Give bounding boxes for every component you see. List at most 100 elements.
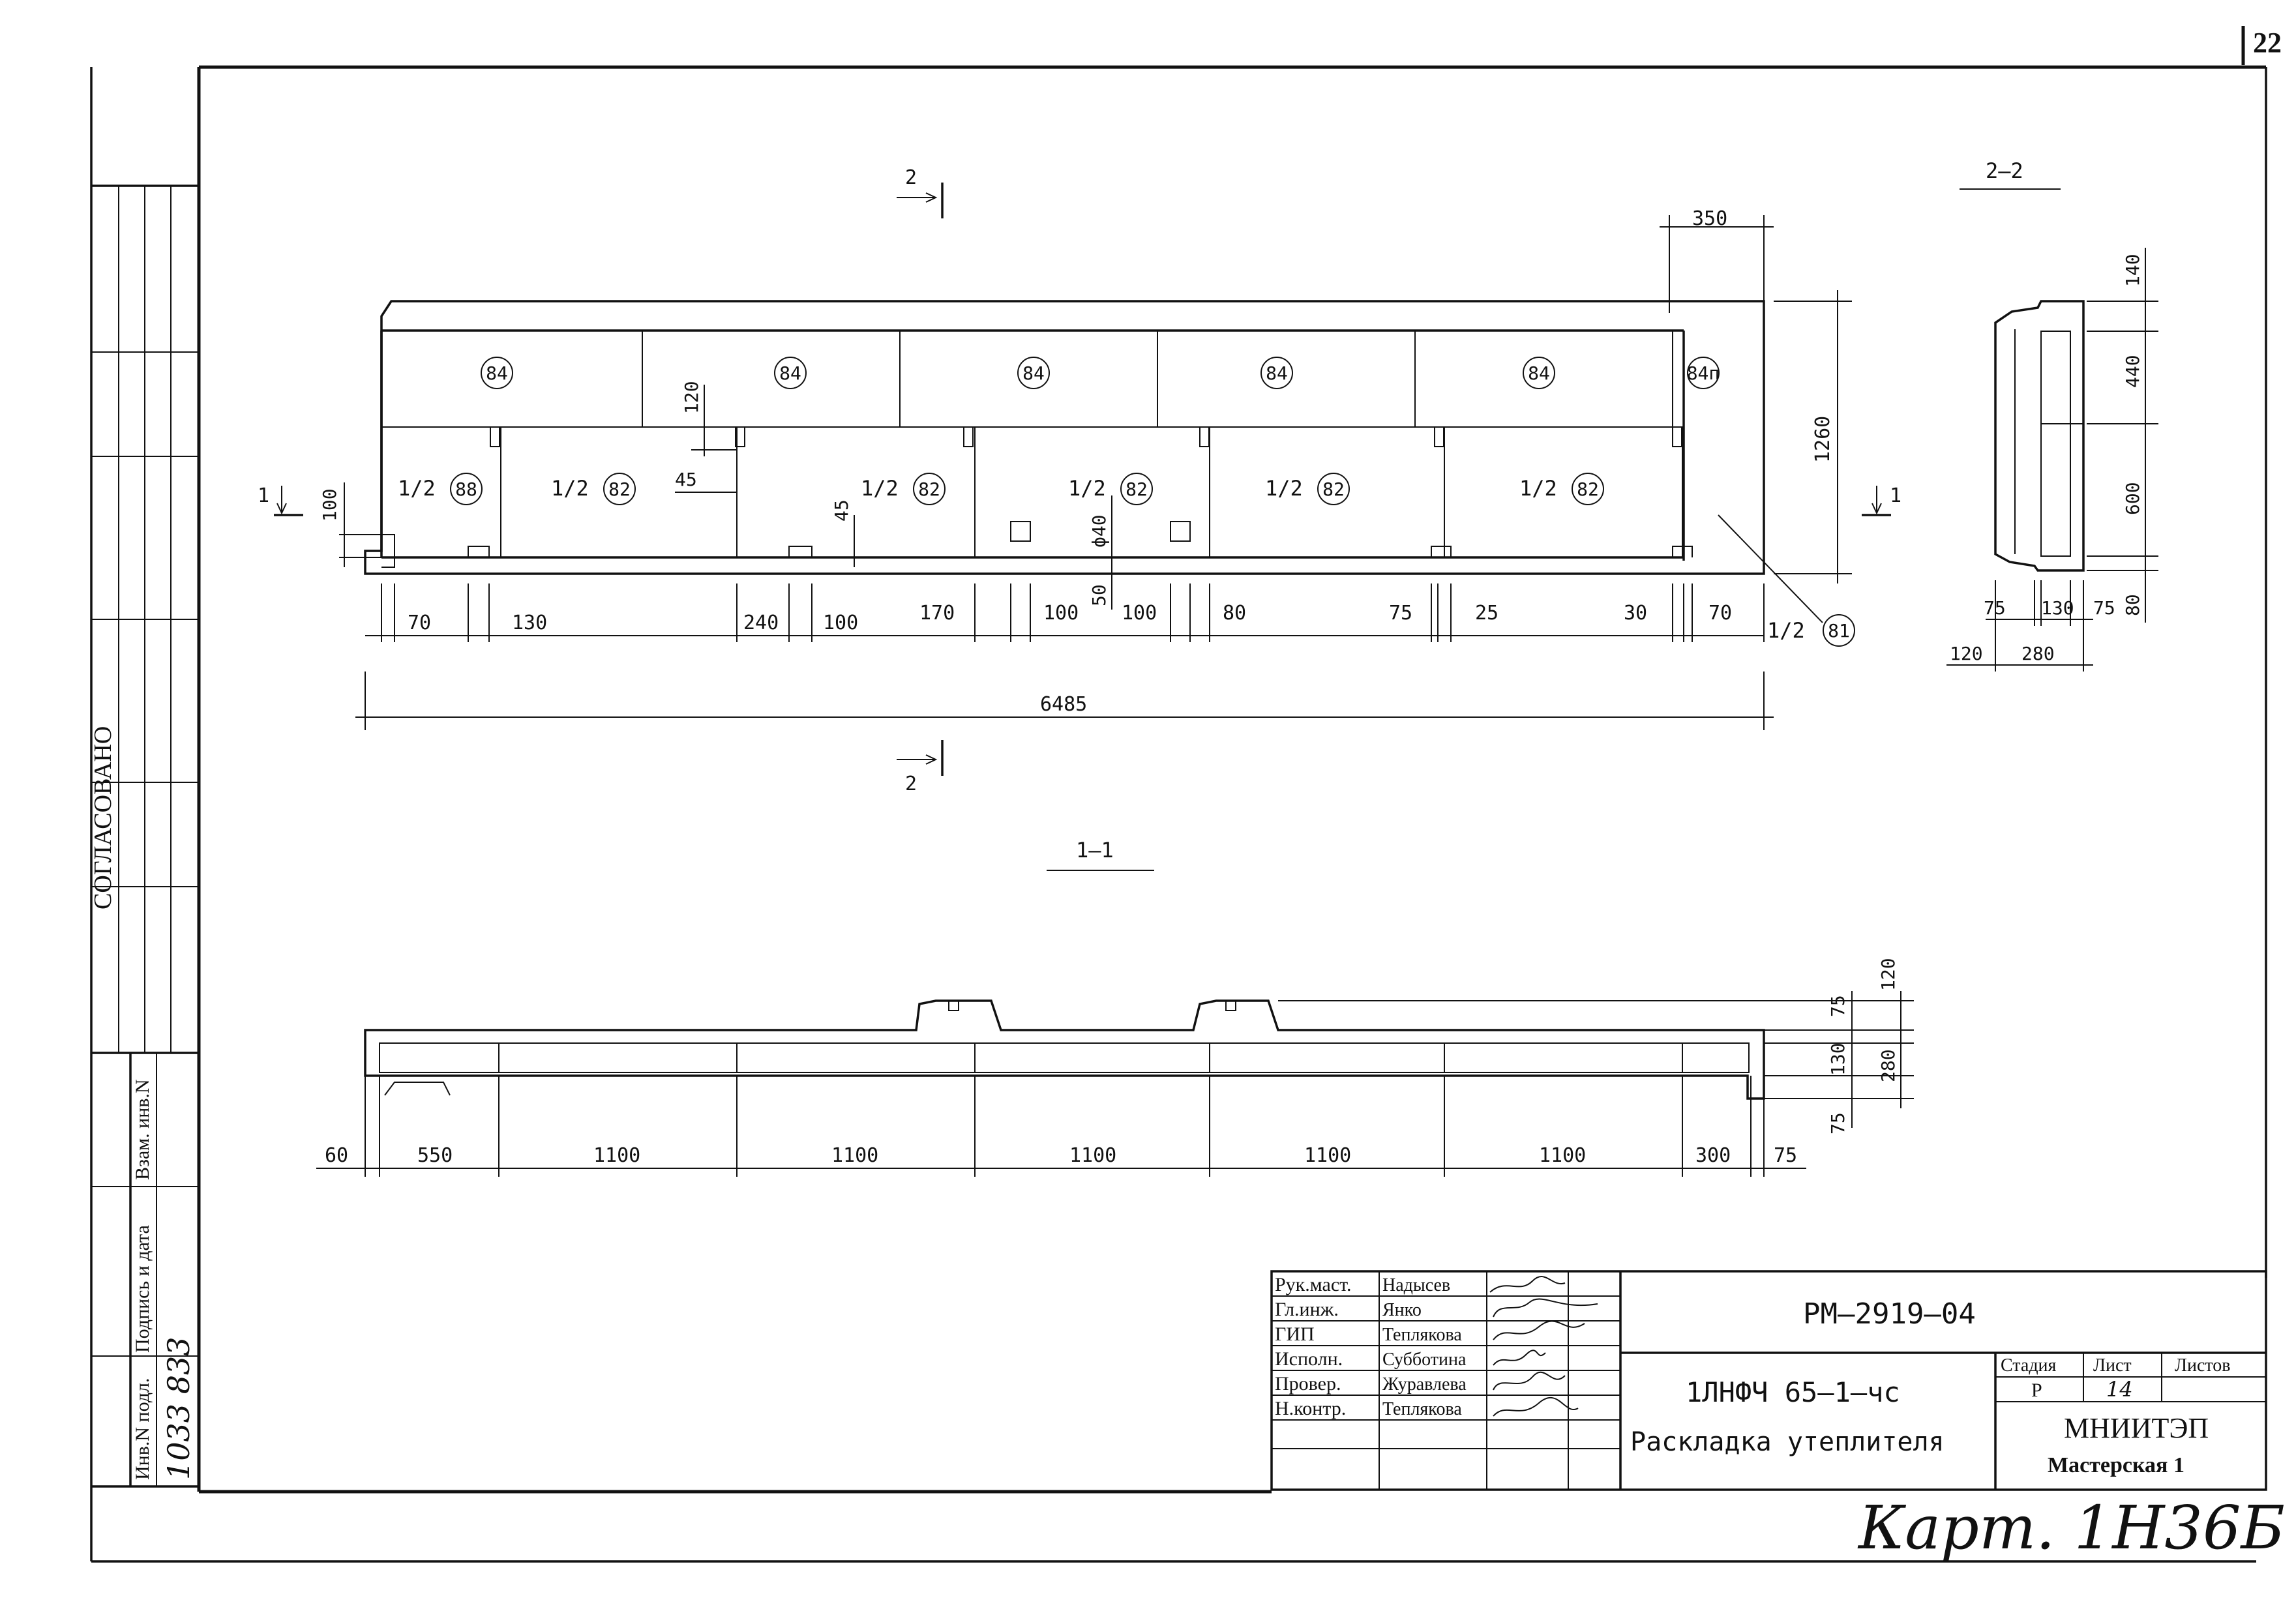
svg-text:1260: 1260: [1811, 416, 1834, 463]
mark-label: 82: [918, 479, 940, 500]
svg-text:280: 280: [1877, 1049, 1899, 1082]
dimension-overall: 6485: [355, 672, 1774, 730]
half-label: 1/2: [551, 476, 589, 501]
svg-text:ϕ40: ϕ40: [1088, 514, 1110, 548]
svg-text:130: 130: [1827, 1042, 1849, 1076]
svg-text:Исполн.: Исполн.: [1275, 1348, 1343, 1370]
svg-text:140: 140: [2122, 254, 2143, 287]
mark-label: 84: [1528, 362, 1550, 384]
sheets-label: Листов: [2175, 1355, 2231, 1376]
stage-label: Стадия: [2001, 1355, 2057, 1376]
mark-label: 82: [1577, 479, 1599, 500]
svg-text:130: 130: [512, 612, 547, 634]
inv-number-handwritten: 1033 833: [161, 1337, 196, 1481]
svg-text:120: 120: [1877, 958, 1899, 991]
stage-value: Р: [2031, 1380, 2042, 1401]
section-1-1-right-dims: 120 75 130 75 280: [1278, 958, 1914, 1134]
mark-label: 84: [486, 362, 508, 384]
svg-text:75: 75: [1389, 602, 1412, 625]
svg-text:75: 75: [1774, 1144, 1797, 1167]
svg-text:440: 440: [2122, 355, 2143, 388]
dimension-100-left: 100: [319, 482, 391, 567]
half-label: 1/2: [861, 476, 899, 501]
svg-text:45: 45: [831, 499, 852, 522]
svg-text:120: 120: [1950, 643, 1983, 664]
section-2-2-title: 2–2: [1986, 158, 2023, 183]
sheet-number: 22: [2253, 27, 2282, 59]
inv-orig-label: Инв.N подл.: [132, 1378, 153, 1480]
svg-text:Субботина: Субботина: [1382, 1350, 1467, 1370]
half-label: 1/2: [1519, 476, 1557, 501]
svg-text:1100: 1100: [831, 1144, 878, 1167]
section-1-1-bottom-dims: 60 550 1100 1100 1100 1100 1100 300 75: [316, 1076, 1806, 1177]
opening-square: [1010, 521, 1031, 542]
dimension-350: 350: [1660, 207, 1774, 313]
handwritten-signatures: [1489, 1276, 1598, 1417]
dimension-diameter: ϕ40 50: [1088, 495, 1112, 610]
dimension-1260: 1260: [1774, 290, 1852, 583]
svg-text:Надысев: Надысев: [1382, 1275, 1450, 1295]
sign-date-label: Подпись и дата: [132, 1225, 153, 1353]
section-cut-2-top: 2: [897, 166, 944, 218]
svg-text:Рук.маст.: Рук.маст.: [1275, 1274, 1352, 1295]
sheet-value: 14: [2106, 1377, 2133, 1402]
svg-text:170: 170: [919, 602, 955, 625]
mark-label: 84: [1266, 362, 1288, 384]
svg-text:Янко: Янко: [1382, 1300, 1422, 1320]
svg-text:1100: 1100: [593, 1144, 640, 1167]
svg-text:100: 100: [823, 612, 858, 634]
product-code: 1ЛНФЧ 65–1–чс: [1686, 1376, 1900, 1408]
agreed-label: СОГЛАСОВАНО: [89, 726, 117, 909]
svg-text:1100: 1100: [1069, 1144, 1116, 1167]
mark-label: 82: [1126, 479, 1148, 500]
leader-mark: 81: [1828, 620, 1850, 642]
plan-bottom-dimension-chain: 70 130 240 100 170 100 100 80 75 25 30 7…: [365, 583, 1765, 642]
sheet-label: Лист: [2093, 1355, 2132, 1376]
svg-text:280: 280: [2021, 643, 2055, 664]
svg-text:75: 75: [1984, 597, 2006, 619]
svg-text:1: 1: [258, 484, 269, 507]
svg-text:80: 80: [2122, 594, 2143, 616]
svg-text:1100: 1100: [1539, 1144, 1586, 1167]
organization: МНИИТЭП: [2064, 1412, 2209, 1444]
half-label: 1/2: [1265, 476, 1303, 501]
svg-text:50: 50: [1088, 584, 1110, 606]
section-cut-1-right: 1: [1862, 484, 1901, 516]
svg-text:80: 80: [1223, 602, 1246, 625]
drawing-title: Раскладка утеплителя: [1630, 1427, 1945, 1457]
bottom-row-marks: 1/2 88 1/2 82 1/2 82 1/2 82 1/2 82 1/2 8…: [398, 473, 1604, 505]
leader-line: [1718, 514, 1823, 623]
handwritten-catalog-note: Карт. 1Н36Б: [1857, 1493, 2285, 1563]
section-1-1-outline: [364, 999, 1765, 1100]
svg-text:Журавлева: Журавлева: [1382, 1374, 1467, 1395]
svg-text:30: 30: [1624, 602, 1647, 625]
svg-text:350: 350: [1692, 207, 1727, 230]
svg-text:1100: 1100: [1304, 1144, 1351, 1167]
title-block: Рук.маст. Гл.инж. ГИП Исполн. Провер. Н.…: [1270, 1270, 2267, 1491]
workshop: Мастерская 1: [2048, 1453, 2184, 1477]
svg-text:300: 300: [1695, 1144, 1731, 1167]
svg-text:Н.контр.: Н.контр.: [1275, 1398, 1346, 1419]
dimension-45: 45: [831, 499, 855, 567]
svg-text:550: 550: [417, 1144, 453, 1167]
section-cut-2-bottom: 2: [897, 740, 944, 795]
document-code: РМ–2919–04: [1803, 1297, 1976, 1331]
mark-label: 82: [608, 479, 631, 500]
half-label: 1/2: [398, 476, 436, 501]
mark-label: 84п: [1687, 362, 1720, 384]
signature-roles: Рук.маст. Гл.инж. ГИП Исполн. Провер. Н.…: [1275, 1274, 1352, 1419]
svg-text:Теплякова: Теплякова: [1382, 1399, 1462, 1419]
section-cut-1-left: 1: [258, 484, 303, 516]
svg-text:1: 1: [1890, 484, 1901, 507]
opening-square: [1170, 521, 1191, 542]
sheet-frame: 22: [90, 26, 2282, 1563]
panel-outline: [364, 300, 1765, 575]
svg-text:2: 2: [905, 166, 917, 189]
svg-text:ГИП: ГИП: [1275, 1323, 1315, 1345]
half-label: 1/2: [1767, 618, 1805, 643]
half-label: 1/2: [1068, 476, 1106, 501]
svg-text:100: 100: [1043, 602, 1079, 625]
svg-text:Провер.: Провер.: [1275, 1373, 1341, 1395]
top-row-marks: 84 84 84 84 84 84п: [481, 357, 1720, 389]
